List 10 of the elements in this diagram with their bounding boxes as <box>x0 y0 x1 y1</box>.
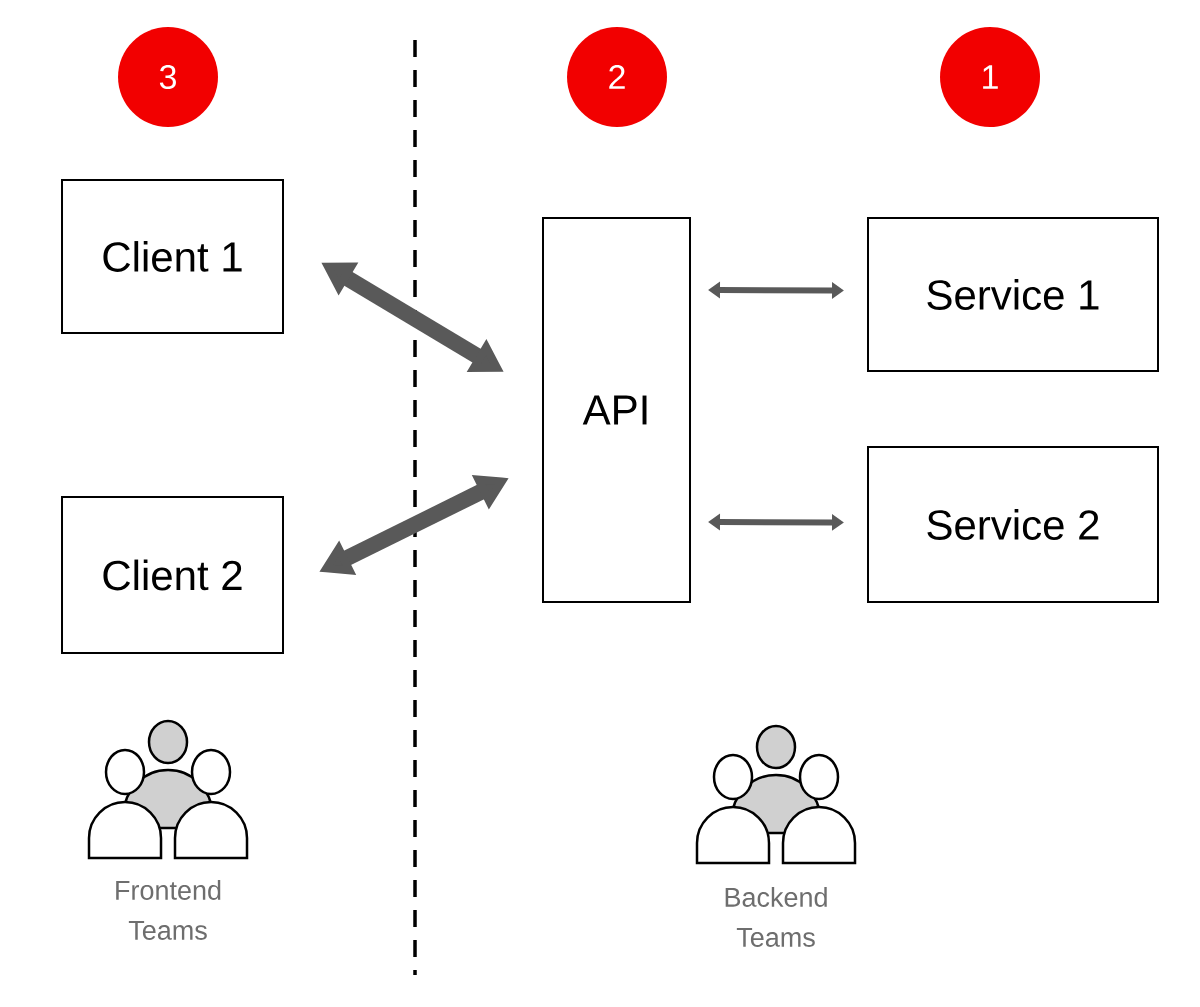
team-label: Frontend Teams <box>116 880 221 940</box>
process-box: Service 2 <box>867 446 1159 603</box>
process-box: Client 1 <box>61 179 284 334</box>
callout-number: 2 <box>567 27 667 127</box>
callout-number: 1 <box>940 27 1040 127</box>
team-label: Backend Teams <box>725 887 827 947</box>
process-box: Service 1 <box>867 217 1159 372</box>
process-box: API <box>542 217 691 603</box>
process-box: Client 2 <box>61 496 284 654</box>
callout-number: 3 <box>118 27 218 127</box>
